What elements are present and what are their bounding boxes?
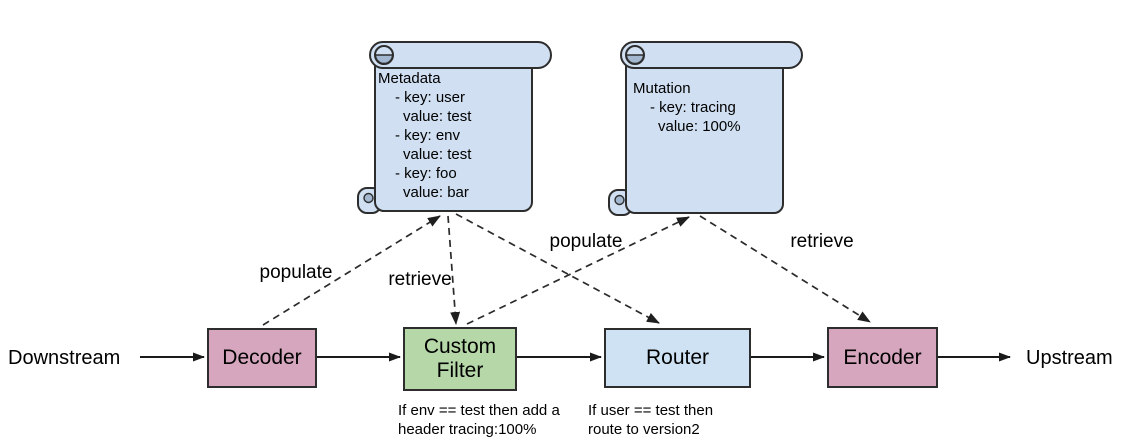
node-router: Router [604, 328, 751, 388]
mutation-scroll-title: Mutation [633, 80, 691, 97]
metadata-scroll-shape [357, 41, 552, 214]
metadata-entry-key: - key: user [395, 89, 466, 106]
metadata-entry-value: value: test [403, 108, 472, 125]
metadata-entry-value: value: test [403, 146, 472, 163]
downstream-label: Downstream [8, 347, 121, 369]
mutation-scroll-bottom-curl-core [614, 194, 625, 206]
node-decoder: Decoder [207, 328, 317, 388]
custom-filter-caption: If env == test then add a header tracing… [398, 401, 560, 439]
edge-metadata-to-router [455, 213, 660, 324]
router-caption-line2: route to version2 [588, 421, 700, 438]
mutation-scroll-shape [608, 41, 803, 216]
upstream-label: Upstream [1026, 347, 1113, 369]
node-decoder-label: Decoder [222, 346, 302, 370]
metadata-entry-key: - key: foo [395, 165, 457, 182]
edge-retrieve-mutation-to-encoder [699, 215, 871, 323]
metadata-scroll-bottom-curl-core [363, 192, 374, 204]
node-encoder-label: Encoder [843, 345, 922, 369]
node-encoder: Encoder [827, 327, 938, 388]
node-custom-filter: Custom Filter [403, 327, 517, 391]
metadata-scroll-text: Metadata - key: user value: test - key: … [378, 69, 471, 202]
mutation-entry-value: value: 100% [658, 118, 741, 135]
custom-filter-caption-line2: header tracing:100% [398, 421, 537, 438]
metadata-entry-value: value: bar [403, 184, 469, 201]
edge-retrieve-metadata-to-custom-filter [447, 215, 461, 325]
mutation-scroll-top-curl-shade [625, 54, 645, 65]
edge-populate-custom-filter-to-mutation [466, 216, 690, 325]
edge-populate-decoder-to-metadata [262, 215, 441, 326]
edge-label-retrieve-right: retrieve [790, 231, 854, 252]
mutation-scroll-text: Mutation - key: tracing value: 100% [633, 79, 741, 136]
edge-label-retrieve-left: retrieve [388, 269, 452, 290]
metadata-entry-key: - key: env [395, 127, 461, 144]
edge-label-populate-right: populate [549, 231, 623, 252]
router-caption-line1: If user == test then [588, 402, 714, 419]
metadata-scroll-top-roll [369, 41, 552, 69]
dashed-arrows [262, 213, 871, 326]
custom-filter-caption-line1: If env == test then add a [398, 402, 560, 419]
router-caption: If user == test then route to version2 [588, 401, 713, 439]
mutation-entry-key: - key: tracing [650, 99, 736, 116]
metadata-scroll-top-curl-shade [374, 54, 394, 65]
node-custom-filter-label: Custom Filter [423, 335, 497, 382]
edge-label-populate-left: populate [259, 262, 333, 283]
mutation-scroll-top-roll [620, 41, 803, 69]
metadata-scroll-title: Metadata [378, 70, 441, 87]
node-router-label: Router [645, 346, 710, 370]
